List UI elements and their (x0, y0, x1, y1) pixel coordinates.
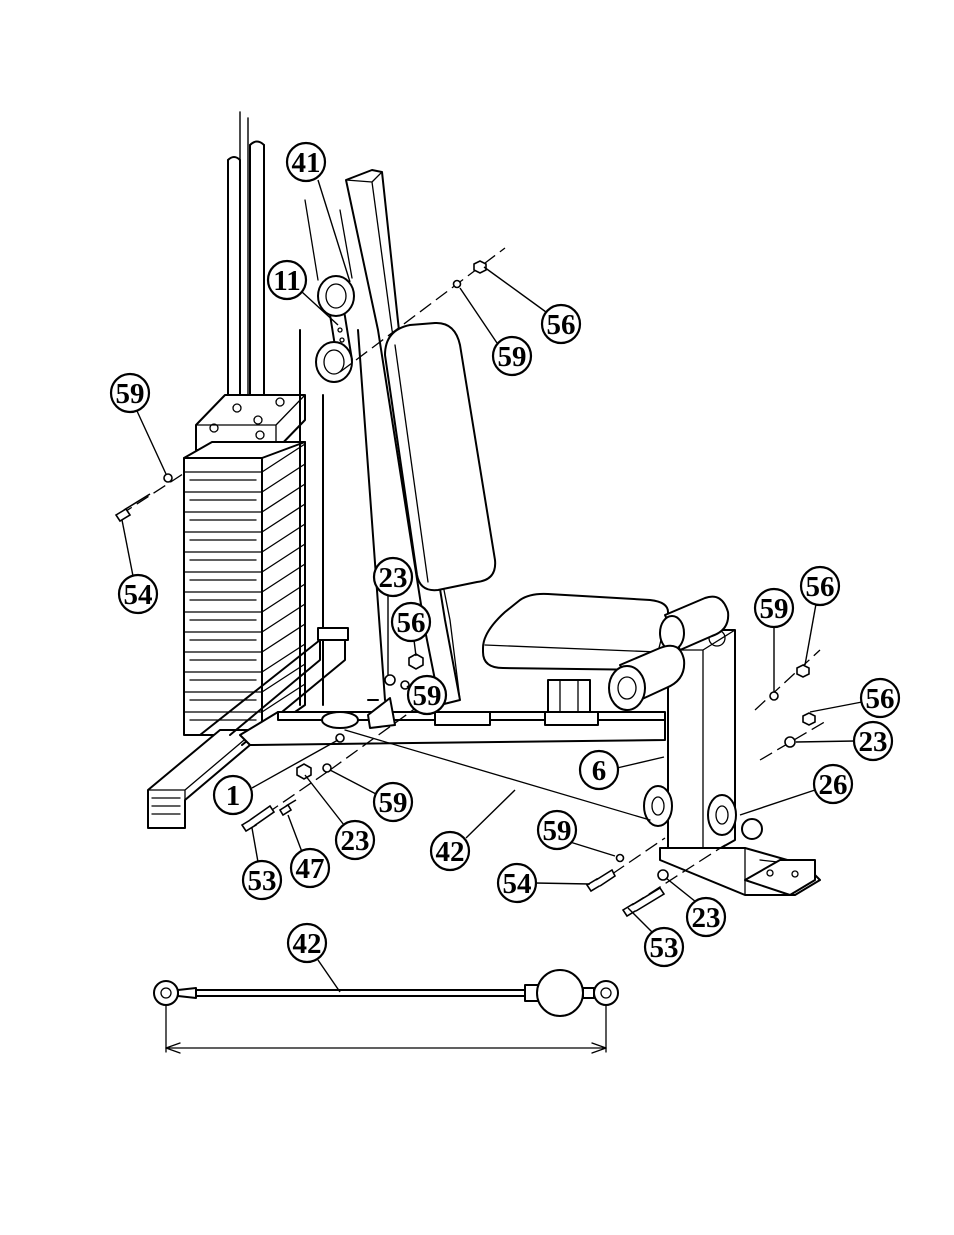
callout-59: 59 (407, 676, 446, 714)
callout-number: 26 (819, 769, 848, 801)
callout-leader-line (414, 640, 416, 656)
callout-number: 41 (292, 147, 321, 179)
callout-number: 54 (124, 579, 153, 611)
callout-number: 56 (397, 607, 426, 639)
callout-59: 59 (111, 374, 166, 474)
callout-leader-line (318, 180, 350, 282)
callout-number: 59 (760, 593, 789, 625)
callout-number: 11 (273, 265, 300, 297)
guide-rods (228, 112, 264, 420)
callout-6: 6 (580, 751, 664, 789)
callout-56: 56 (484, 267, 580, 343)
callout-number: 6 (592, 755, 607, 787)
callout-number: 54 (503, 868, 532, 900)
callout-number: 59 (379, 787, 408, 819)
callout-number: 42 (436, 836, 465, 868)
callout-56: 56 (810, 679, 899, 717)
callout-42: 42 (431, 790, 515, 870)
callout-number: 56 (547, 309, 576, 341)
callout-number: 23 (692, 902, 721, 934)
callout-42: 42 (288, 924, 340, 992)
callout-59: 59 (330, 770, 412, 821)
callout-leader-line (460, 288, 497, 343)
callout-leader-line (288, 815, 302, 852)
callout-leader-line (466, 790, 515, 838)
callout-leader-line (318, 960, 340, 992)
callout-number: 1 (226, 780, 241, 812)
callout-leader-line (484, 267, 546, 312)
callout-number: 56 (866, 683, 895, 715)
callout-54: 54 (498, 864, 590, 902)
callout-47: 47 (288, 815, 329, 887)
callout-23: 23 (796, 722, 892, 760)
callout-leader-line (535, 883, 590, 884)
cable-42-detail (154, 970, 618, 1053)
callout-number: 23 (859, 726, 888, 758)
callout-leader-line (617, 757, 664, 768)
callout-23: 23 (666, 878, 725, 936)
callout-number: 42 (293, 928, 322, 960)
callout-number: 59 (498, 341, 527, 373)
callout-59: 59 (460, 288, 531, 375)
callout-59: 59 (538, 811, 615, 856)
callout-number: 59 (543, 815, 572, 847)
callout-53: 53 (628, 908, 683, 966)
callout-leader-line (305, 775, 344, 825)
callout-number: 56 (806, 571, 835, 603)
callout-leader-line (796, 741, 855, 742)
callout-53: 53 (243, 828, 281, 899)
callout-number: 23 (341, 825, 370, 857)
callout-26: 26 (740, 765, 852, 815)
callout-number: 53 (248, 865, 277, 897)
callout-number: 23 (379, 562, 408, 594)
callout-leader-line (666, 878, 696, 902)
callout-leader-line (137, 411, 166, 474)
back-pad (385, 323, 495, 590)
callout-59: 59 (755, 589, 793, 692)
callout-leader-line (122, 520, 133, 576)
callout-leader-line (740, 790, 815, 815)
callout-number: 53 (650, 932, 679, 964)
callout-leader-line (252, 828, 258, 862)
callout-leader-line (628, 908, 652, 932)
callout-number: 59 (413, 680, 442, 712)
callout-leader-line (330, 770, 376, 794)
weight-stack (184, 395, 305, 735)
callout-54: 54 (119, 520, 157, 613)
callout-number: 47 (296, 853, 325, 885)
callout-number: 59 (116, 378, 145, 410)
callout-leader-line (810, 702, 862, 712)
callout-leader-line (570, 842, 615, 856)
callout-56: 56 (392, 603, 430, 656)
